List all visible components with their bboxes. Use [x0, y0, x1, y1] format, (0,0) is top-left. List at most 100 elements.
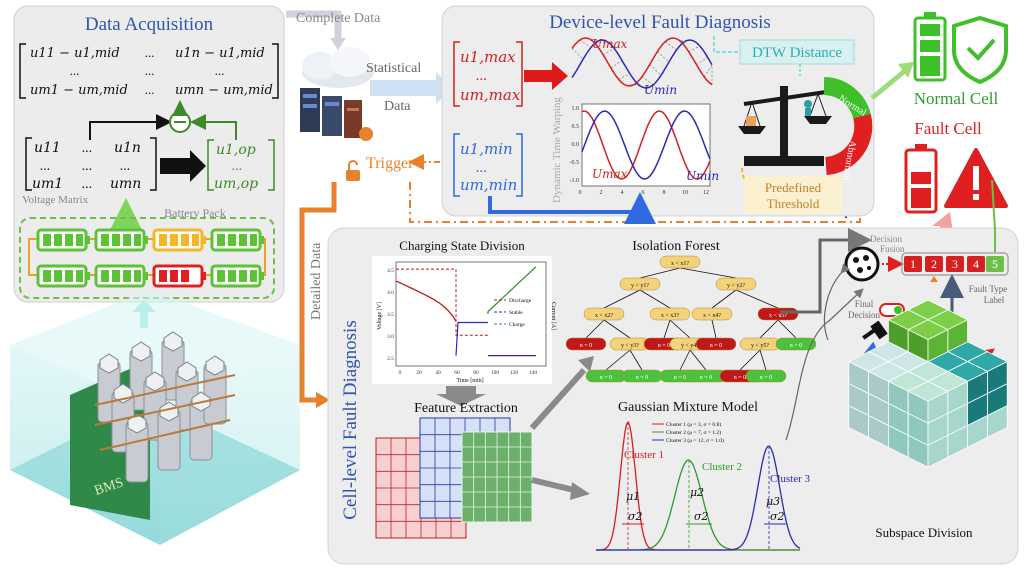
isolation-tree: x < x1?y < y1?y < y2?x < x2?x < x3?x < x… [565, 255, 817, 383]
gmm-plot: Cluster 1 (μ = 3, σ = 0.8) Cluster 2 (μ … [596, 420, 811, 551]
tick-label: 10 [682, 190, 688, 196]
voltage-matrix: u11 ... u1n ... ... ... um1 ... umn Volt… [22, 137, 157, 206]
final-decision-label: Final [855, 299, 874, 309]
tick-label: 0 [399, 370, 402, 376]
arrow-right-icon [524, 62, 568, 90]
top-flow: Complete Data Statistical Data Trigger D… [286, 10, 861, 408]
fault-cell-label: Fault Cell [914, 119, 982, 138]
arrow-down-icon [436, 386, 486, 406]
detailed-data-label: Detailed Data [309, 242, 324, 320]
battery-cell-icon [94, 228, 148, 252]
warp-line [571, 48, 584, 60]
threshold-label: Predefined [765, 180, 822, 195]
battery-cell-icon [36, 264, 90, 288]
vector-cell: u1,min [460, 140, 513, 158]
fault-type-badge: 2 [931, 257, 937, 271]
tick-label: 0.0 [572, 142, 580, 148]
tree-node [775, 337, 817, 351]
fault-type-badge: 1 [910, 257, 916, 271]
tree-node-label: n = 0 [674, 375, 686, 381]
umax-vector: u1,max ... um,max [453, 41, 523, 107]
sigma-label: σ2 [770, 510, 785, 523]
tick-label: 6 [642, 190, 645, 196]
matrix-cell: u1n − u1,mid [175, 46, 265, 61]
battery-cell-icon [210, 264, 264, 288]
vector-cell: um,op [214, 176, 258, 192]
warp-line [649, 64, 662, 76]
final-decision-label: Decision [848, 310, 880, 320]
vector-cell: u1,op [216, 142, 256, 158]
dtw-plot-top: Umax Umin [571, 37, 713, 97]
fault-type-badge: 3 [952, 257, 958, 271]
tick-label: 3.0 [387, 334, 394, 340]
subtract-operator [89, 100, 237, 140]
gmm-title: Gaussian Mixture Model [618, 400, 758, 415]
tick-label: 3.5 [387, 312, 394, 318]
warp-line [703, 64, 713, 78]
tree-node-label: x < x5? [769, 313, 787, 319]
decision-label: Fusion [880, 244, 905, 254]
tick-label: 120 [510, 370, 519, 376]
tree-node-label: n = 0 [580, 343, 592, 349]
chart-legend: Discharge Stable Charge [494, 298, 532, 328]
matrix-cell: ... [82, 141, 93, 156]
vector-cell: ... [476, 160, 487, 176]
fault-type-label: Label [984, 295, 1005, 305]
threshold-label: Threshold [767, 196, 820, 211]
matrix-cell: u11 − u1,mid [30, 46, 120, 61]
voltage-matrix-label: Voltage Matrix [22, 194, 89, 206]
matrix-cell: ... [82, 177, 93, 192]
battery-module-3d: BMS [10, 290, 300, 545]
mu-label: μ2 [690, 486, 704, 499]
tick-label: 4.0 [387, 290, 394, 296]
tick-label: 0 [579, 190, 582, 196]
tree-node-label: n = 0 [760, 375, 772, 381]
tree-node-label: n = 0 [790, 343, 802, 349]
tick-label: 0.5 [572, 124, 580, 130]
trigger-label: Trigger [366, 155, 414, 172]
battery-pack-label: Battery Pack [164, 206, 226, 220]
dtw-distance-label: DTW Distance [752, 45, 842, 61]
matrix-cell: ... [120, 159, 131, 174]
mid-deviation-matrix: u11 − u1,mid ... u1n − u1,mid ... ... ..… [19, 43, 279, 99]
matrix-cell: ... [70, 63, 80, 78]
complete-data-label: Complete Data [296, 11, 381, 26]
warp-line [657, 51, 670, 63]
battery-cell-fault-icon [152, 264, 206, 288]
tree-node-label: n = 0 [700, 375, 712, 381]
tree-node [565, 337, 607, 351]
matrix-cell: umn [110, 176, 141, 192]
arrow-right-icon [370, 72, 452, 104]
tick-label: 40 [435, 370, 441, 376]
normal-abnormal-gauge: Normal Abnormal [823, 77, 873, 182]
battery-cell-icon [94, 264, 148, 288]
mu-label: μ1 [626, 490, 640, 503]
tree-node-label: x < x4? [703, 313, 721, 319]
matrix-cell: umn − um,mid [175, 83, 273, 98]
y2-axis-label: Current [A] [550, 302, 556, 330]
lock-icon [346, 160, 360, 181]
umin-label: Umin [686, 169, 719, 183]
x-axis-label: Time [min] [456, 378, 483, 384]
matrix-cell: ... [215, 63, 225, 78]
tick-label: 20 [416, 370, 422, 376]
umax-label: Umax [592, 167, 628, 181]
tree-node-label: x < x1? [671, 261, 689, 267]
tree-node-label: n = 0 [658, 343, 670, 349]
legend-entry: Cluster 2 (μ = 7, σ = 1.2) [666, 429, 721, 436]
vector-cell: u1,max [460, 48, 516, 66]
cluster-label: Cluster 2 [702, 461, 742, 473]
tree-node-label: y < y3? [621, 343, 639, 349]
big-arrow-right-icon [160, 150, 206, 182]
tree-node-label: x < x3? [661, 313, 679, 319]
tree-node-label: y < y5? [751, 343, 769, 349]
tree-node-label: y < y4? [681, 343, 699, 349]
feature-grids [375, 417, 533, 539]
battery-cell-icon [36, 228, 90, 252]
umax-label: Umax [592, 37, 628, 51]
tick-label: 60 [454, 370, 460, 376]
fault-type-label: Fault Type [969, 284, 1007, 294]
device-level-panel: Device-level Fault Diagnosis u1,max ... … [441, 5, 875, 224]
